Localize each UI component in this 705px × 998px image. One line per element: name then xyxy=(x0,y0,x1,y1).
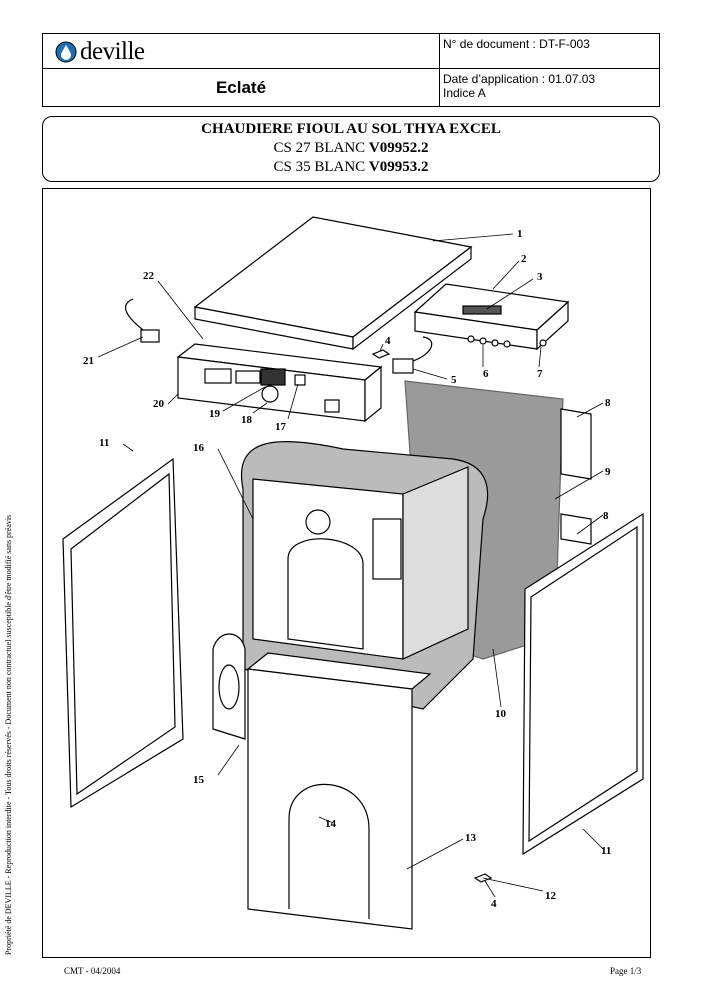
document-number: N° de document : DT-F-003 xyxy=(443,37,590,51)
callout-4: 4 xyxy=(385,335,391,347)
footer-reference: CMT - 04/2004 xyxy=(64,966,121,976)
callout-8a: 8 xyxy=(605,397,611,409)
brand-name: deville xyxy=(80,38,145,65)
copyright-side-note: Propriété de DEVILLE - Reproduction inte… xyxy=(4,514,13,955)
part-sensor-5 xyxy=(392,336,433,374)
callout-14: 14 xyxy=(325,818,337,830)
model-2-name: CS 35 BLANC xyxy=(273,159,366,175)
part-boiler-body xyxy=(240,440,489,710)
callout-5: 5 xyxy=(451,374,457,386)
callout-2: 2 xyxy=(521,253,527,265)
callout-11-left: 11 xyxy=(99,437,109,449)
exploded-view-drawing: 1 2 3 4 5 6 7 8 8 9 10 11 11 12 13 14 15… xyxy=(62,216,644,930)
document-header: deville Eclaté N° de document : DT-F-003… xyxy=(42,33,660,107)
callout-13: 13 xyxy=(465,832,477,844)
exploded-view-frame: 1 2 3 4 5 6 7 8 8 9 10 11 11 12 13 14 15… xyxy=(42,188,651,958)
callout-6: 6 xyxy=(483,368,489,380)
brand-logo: deville xyxy=(55,38,145,65)
part-clip-4 xyxy=(371,349,391,359)
callout-20: 20 xyxy=(153,398,165,410)
part-side-panel-right xyxy=(522,512,644,856)
callout-18: 18 xyxy=(241,414,253,426)
model-line-1: CS 27 BLANC V09952.2 xyxy=(43,140,659,157)
callout-19: 19 xyxy=(209,408,221,420)
callout-16: 16 xyxy=(193,442,205,454)
part-sensor-21 xyxy=(125,298,160,343)
callout-21: 21 xyxy=(83,355,94,367)
header-divider-horizontal xyxy=(43,68,659,69)
title-block: CHAUDIERE FIOUL AU SOL THYA EXCEL CS 27 … xyxy=(42,116,660,182)
part-top-lid xyxy=(193,216,473,351)
document-index: Indice A xyxy=(443,86,486,100)
model-1-ref: V09952.2 xyxy=(368,140,429,156)
application-date: Date d’application : 01.07.03 xyxy=(443,72,596,86)
callout-leaders xyxy=(97,233,604,898)
callout-labels: 1 2 3 4 5 6 7 8 8 9 10 11 11 12 13 14 15… xyxy=(83,228,611,910)
callout-15: 15 xyxy=(193,774,205,786)
callout-4b: 4 xyxy=(491,898,497,910)
part-rear-crosspiece xyxy=(413,283,570,351)
callout-10: 10 xyxy=(495,708,507,720)
part-control-panel xyxy=(176,343,383,423)
callout-11-right: 11 xyxy=(601,845,611,857)
callout-8b: 8 xyxy=(603,510,609,522)
header-divider-vertical xyxy=(439,34,440,106)
callout-22: 22 xyxy=(143,270,155,282)
droplet-logo-icon xyxy=(55,41,77,63)
model-2-ref: V09953.2 xyxy=(368,159,429,175)
part-front-panel xyxy=(246,652,432,930)
model-1-name: CS 27 BLANC xyxy=(273,140,366,156)
page-number: Page 1/3 xyxy=(610,966,642,976)
callout-7: 7 xyxy=(537,368,543,380)
callout-17: 17 xyxy=(275,421,287,433)
callout-12: 12 xyxy=(545,890,557,902)
callout-9: 9 xyxy=(605,466,611,478)
part-side-panel-left xyxy=(62,457,184,809)
callout-1: 1 xyxy=(517,228,523,240)
page-title: Eclaté xyxy=(215,78,267,97)
part-burner-plate xyxy=(212,633,246,740)
callout-3: 3 xyxy=(537,271,543,283)
product-title: CHAUDIERE FIOUL AU SOL THYA EXCEL xyxy=(201,121,501,137)
model-line-2: CS 35 BLANC V09953.2 xyxy=(43,159,659,176)
